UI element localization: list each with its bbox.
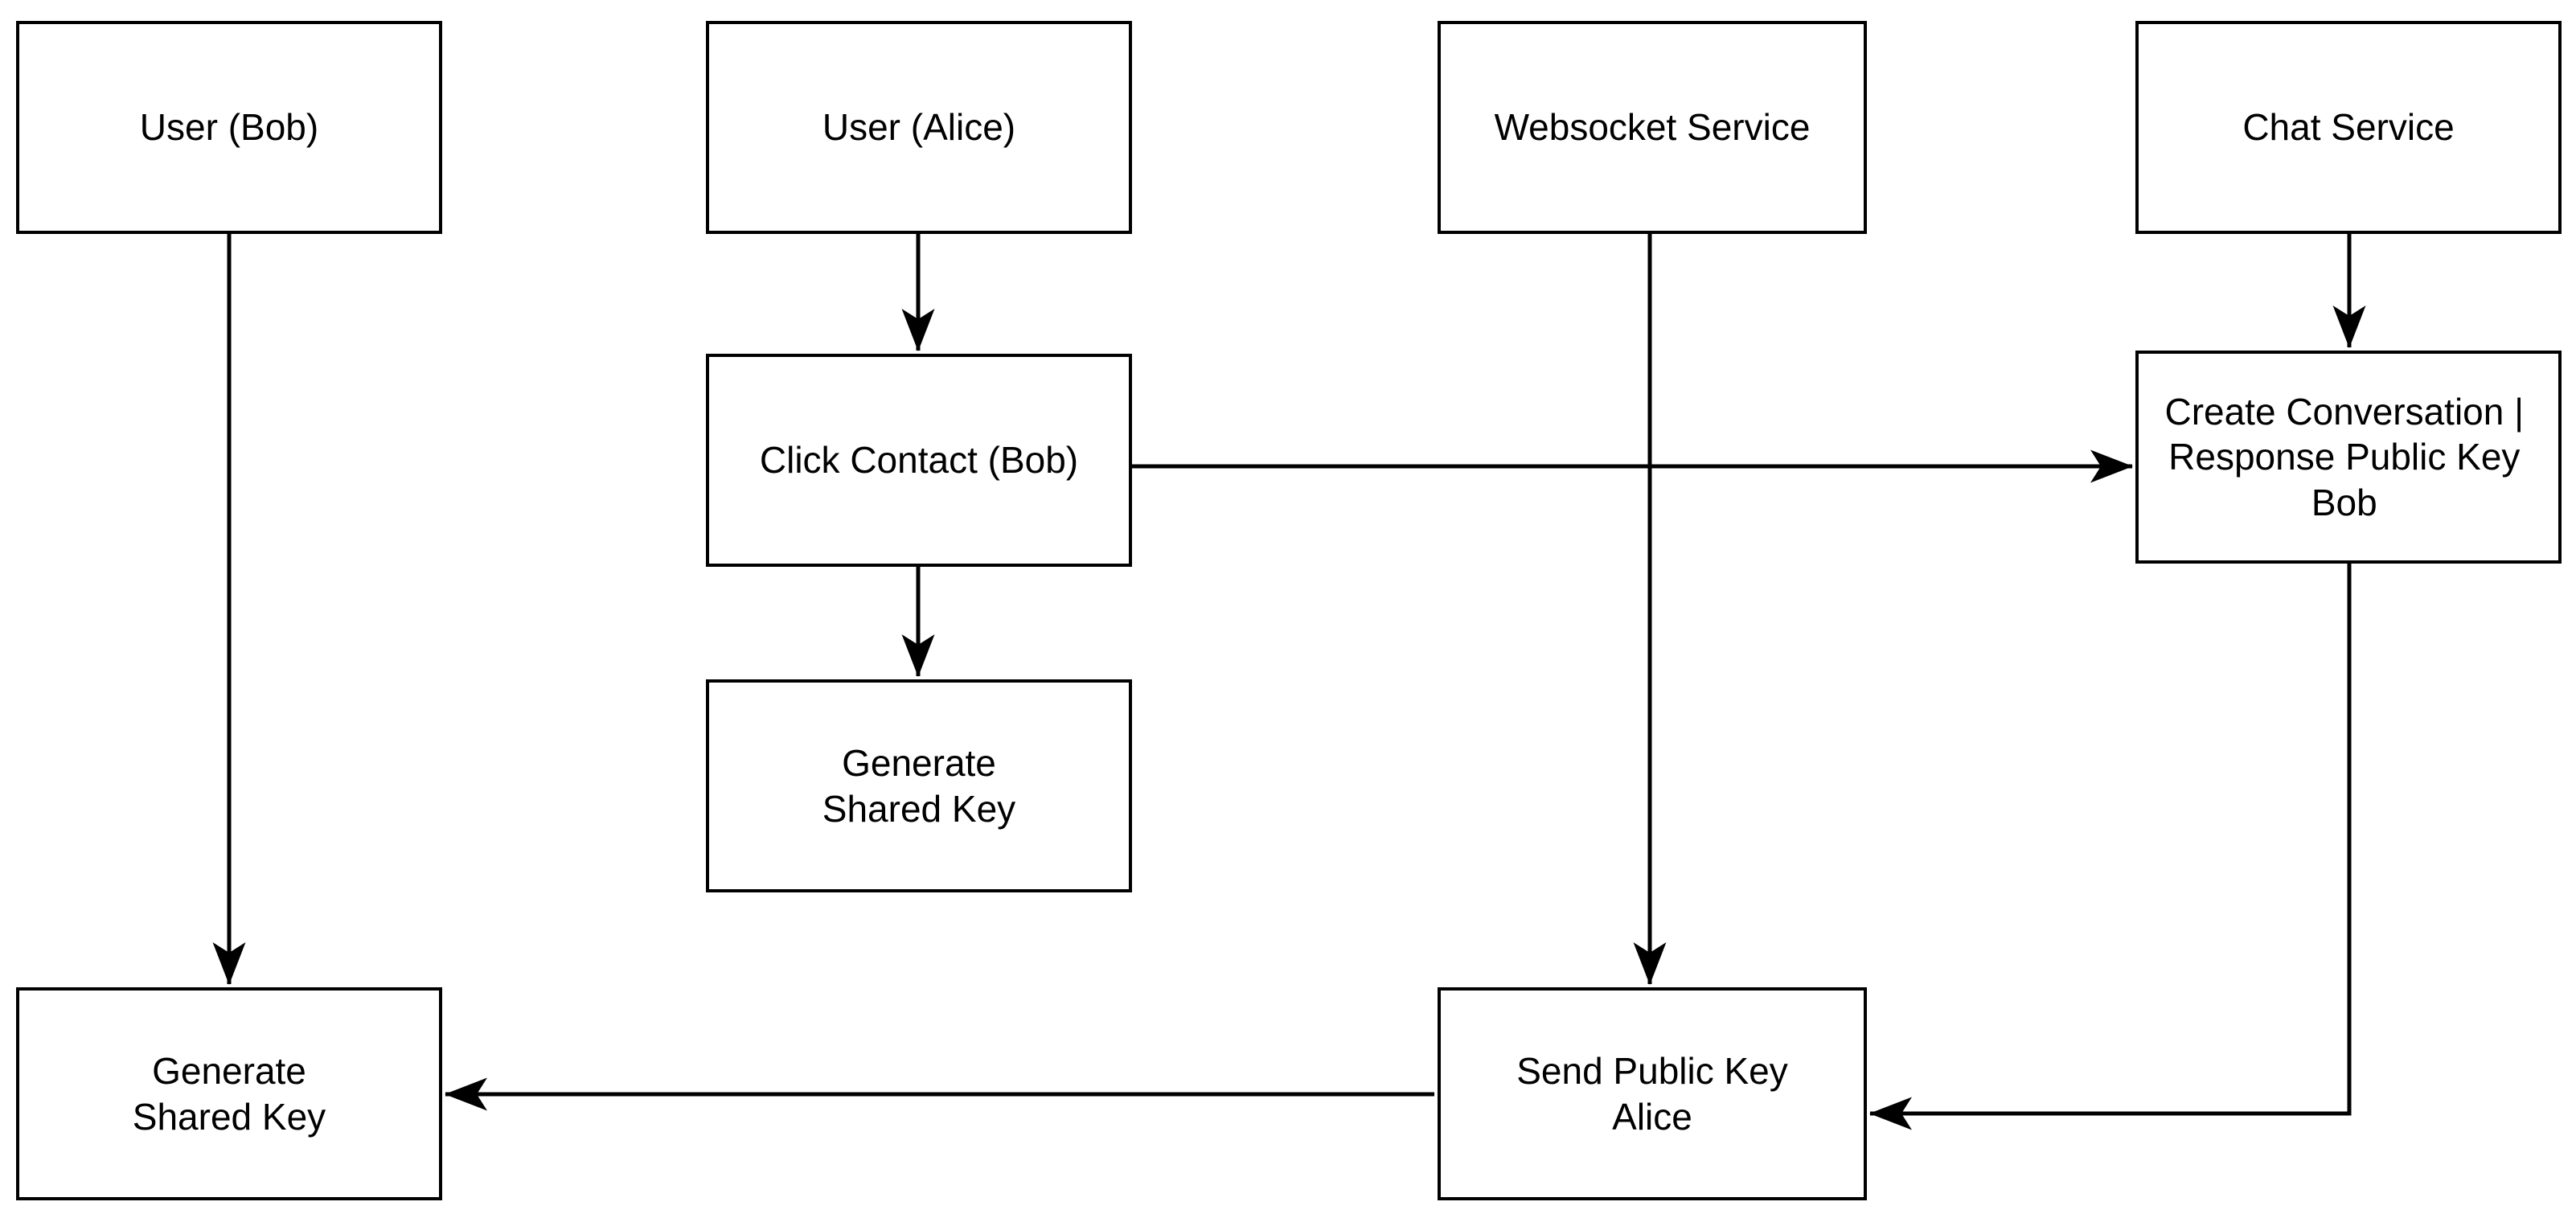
edge-create-conversation-to-send-public-key [1868, 564, 2352, 1130]
node-create-conversation[interactable]: Create Conversation | Response Public Ke… [2135, 351, 2562, 564]
node-send-public-key-alice-label: Send Public Key Alice [1516, 1050, 1788, 1138]
node-click-contact-bob[interactable]: Click Contact (Bob) [706, 354, 1132, 567]
node-chat-service[interactable]: Chat Service [2135, 21, 2562, 234]
node-generate-shared-key-alice-label: Generate Shared Key [822, 742, 1016, 830]
node-user-bob[interactable]: User (Bob) [16, 21, 442, 234]
node-user-bob-label: User (Bob) [139, 106, 319, 149]
node-create-conversation-label: Create Conversation | Response Public Ke… [2164, 391, 2525, 523]
node-websocket-service-label: Websocket Service [1494, 106, 1811, 149]
node-generate-shared-key-bob-label: Generate Shared Key [132, 1050, 326, 1138]
node-user-alice[interactable]: User (Alice) [706, 21, 1132, 234]
node-user-alice-label: User (Alice) [822, 106, 1016, 149]
node-click-contact-bob-label: Click Contact (Bob) [759, 439, 1079, 482]
node-generate-shared-key-alice[interactable]: Generate Shared Key [706, 679, 1132, 892]
node-websocket-service[interactable]: Websocket Service [1438, 21, 1867, 234]
node-send-public-key-alice[interactable]: Send Public Key Alice [1438, 987, 1867, 1200]
node-generate-shared-key-bob[interactable]: Generate Shared Key [16, 987, 442, 1200]
node-chat-service-label: Chat Service [2242, 106, 2455, 149]
